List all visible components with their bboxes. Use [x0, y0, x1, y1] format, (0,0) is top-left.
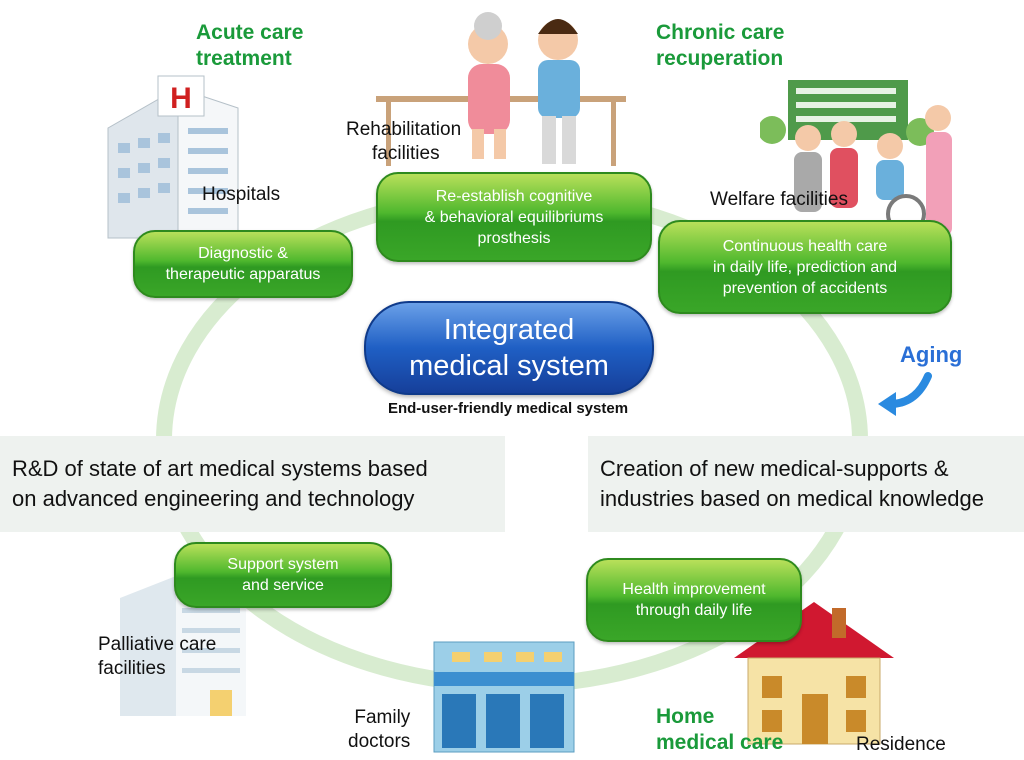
svg-text:H: H	[170, 82, 192, 115]
integrated-medical-system-badge: Integrated medical system	[364, 301, 654, 395]
continuous-care-pill: Continuous health care in daily life, pr…	[658, 220, 952, 314]
aging-label: Aging	[900, 342, 963, 367]
clinic-icon	[433, 641, 575, 753]
left-band-line1: R&D of state of art medical systems base…	[12, 456, 428, 481]
home-medical-care-title: Home medical care	[656, 705, 784, 754]
diagnostic-pill: Diagnostic & therapeutic apparatus	[133, 230, 353, 298]
rehabilitation-people-icon	[376, 12, 626, 166]
residence-label: Residence	[856, 734, 946, 755]
support-system-pill: Support system and service	[174, 542, 392, 608]
health-improvement-pill: Health improvement through daily life	[586, 558, 802, 642]
right-band-line2: industries based on medical knowledge	[600, 486, 985, 511]
left-band: R&D of state of art medical systems base…	[0, 436, 505, 532]
palliative-label: Palliative care facilities	[98, 634, 217, 679]
right-band: Creation of new medical-supports & indus…	[588, 436, 1024, 532]
palliative-building-icon	[120, 576, 246, 716]
welfare-people-icon	[760, 80, 952, 236]
reestablish-pill: Re-establish cognitive & behavioral equi…	[376, 172, 652, 262]
rehabilitation-label: Rehabilitation facilities	[346, 119, 462, 164]
central-line1: Integrated	[443, 314, 575, 346]
hospitals-label: Hospitals	[202, 184, 281, 205]
left-band-line2: on advanced engineering and technology	[12, 486, 415, 511]
welfare-facilities-label: Welfare facilities	[710, 189, 848, 210]
aging-arrow-icon	[878, 372, 932, 416]
acute-care-title: Acute care treatment	[196, 21, 304, 70]
hospital-icon: H	[107, 75, 239, 239]
central-line2: medical system	[409, 350, 609, 382]
house-icon	[734, 602, 894, 745]
family-doctors-label: Family doctors	[348, 707, 411, 752]
end-user-subtitle: End-user-friendly medical system	[387, 400, 629, 417]
right-band-line1: Creation of new medical-supports &	[600, 456, 949, 481]
chronic-care-title: Chronic care recuperation	[656, 21, 785, 70]
